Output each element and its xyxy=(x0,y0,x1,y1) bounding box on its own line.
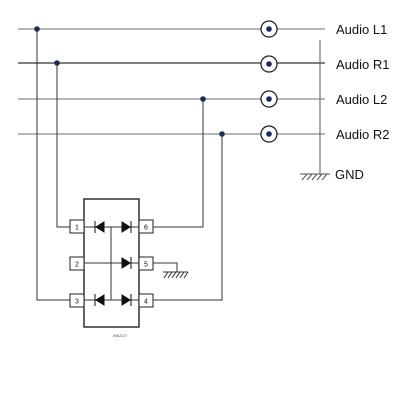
junctions xyxy=(34,26,225,137)
diode-row1-left xyxy=(94,221,105,233)
label-audio-l2: Audio L2 xyxy=(336,92,387,107)
signal-lines xyxy=(18,28,325,135)
connector-audio-l1 xyxy=(260,20,278,38)
wire-l1-pin3 xyxy=(36,29,70,301)
pin-4-label: 4 xyxy=(144,299,148,306)
wire-r2-pin4 xyxy=(153,134,223,301)
diode-row3-right xyxy=(121,294,132,306)
pin-3-label: 3 xyxy=(75,299,79,306)
wire-pin5-ground xyxy=(153,262,178,272)
diode-row2 xyxy=(121,257,132,269)
wire-r1-pin1 xyxy=(56,63,70,228)
pin-1-label: 1 xyxy=(75,225,79,232)
connector-audio-r2 xyxy=(260,125,278,143)
pin-5-label: 5 xyxy=(144,262,148,269)
wire-l2-pin6 xyxy=(153,99,204,228)
label-audio-r2: Audio R2 xyxy=(336,127,389,142)
diode-row3-left xyxy=(94,294,105,306)
diodes xyxy=(94,221,132,306)
connector-audio-l2 xyxy=(260,90,278,108)
pin5-ground-symbol xyxy=(163,271,189,279)
pin-2-label: 2 xyxy=(75,262,79,269)
connectors xyxy=(260,20,278,143)
label-audio-r1: Audio R1 xyxy=(336,57,389,72)
label-gnd: GND xyxy=(335,167,364,182)
connector-audio-r1 xyxy=(260,55,278,73)
chip-wires xyxy=(36,29,223,301)
ground-rail xyxy=(300,40,330,181)
pin-6-label: 6 xyxy=(144,225,148,232)
label-audio-l1: Audio L1 xyxy=(336,22,387,37)
chip-pins xyxy=(69,219,154,308)
chip-part-number: WBZ2/7 xyxy=(113,333,128,338)
diode-row1-right xyxy=(121,221,132,233)
